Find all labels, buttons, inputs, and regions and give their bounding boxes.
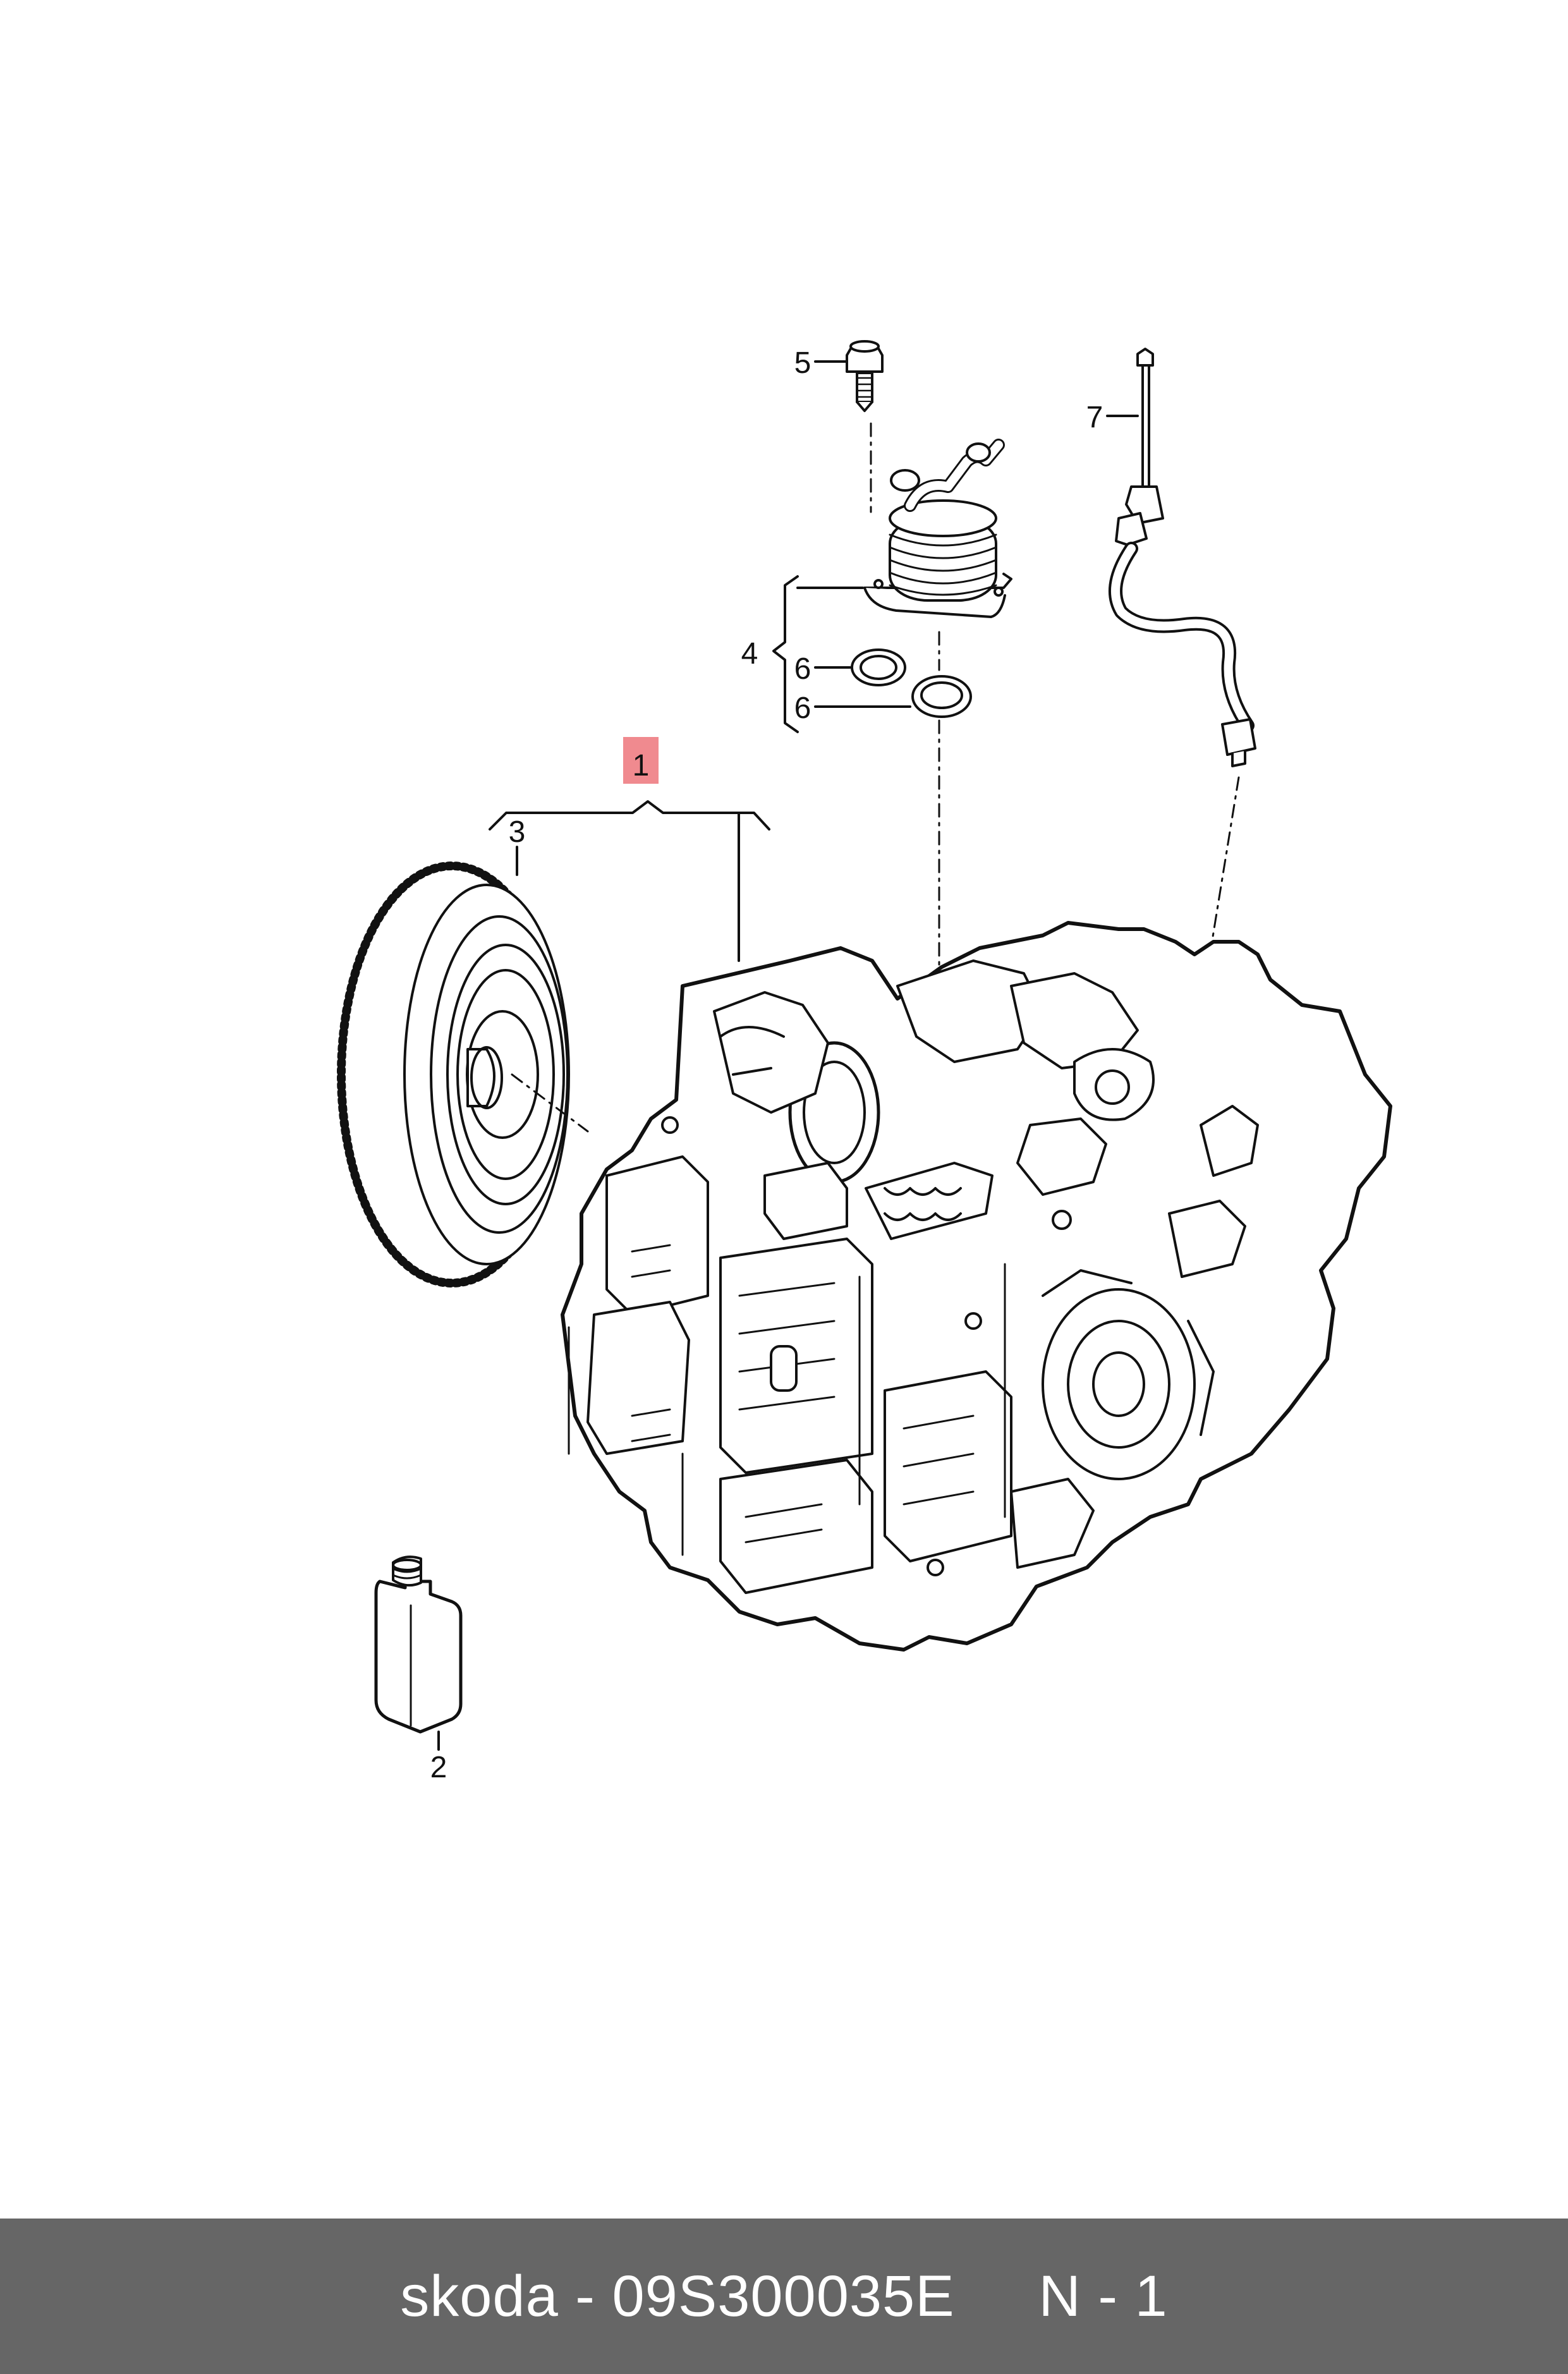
callout-3-label: 3 (509, 815, 526, 849)
gearbox-housing (561, 921, 1392, 1652)
bolt (814, 340, 884, 513)
bracket-1 (489, 800, 770, 962)
seal-upper (814, 648, 906, 686)
bracket-4 (772, 575, 864, 733)
callout-7-label: 7 (1086, 401, 1103, 434)
oil-cooler (863, 439, 1012, 618)
seal-lower (814, 631, 972, 975)
callout-6-upper-label: 6 (794, 652, 811, 686)
oil-bottle (374, 1555, 463, 1751)
part-number-footer: skoda - 09S300035E N - 1 (0, 2219, 1568, 2374)
callout-4-label: 4 (741, 637, 758, 671)
footer-caption: skoda - 09S300035E N - 1 (400, 2263, 1168, 2328)
callout-1-label: 1 (633, 749, 650, 782)
torque-converter (337, 846, 589, 1287)
callout-2-label: 2 (430, 1751, 447, 1784)
exploded-parts-diagram: 1 2 3 4 5 6 6 7 (337, 340, 1392, 1784)
callout-1-highlight (623, 737, 659, 784)
sensor-wire (1106, 348, 1256, 1050)
callout-5-label: 5 (794, 346, 811, 380)
callout-6-lower-label: 6 (794, 691, 811, 725)
